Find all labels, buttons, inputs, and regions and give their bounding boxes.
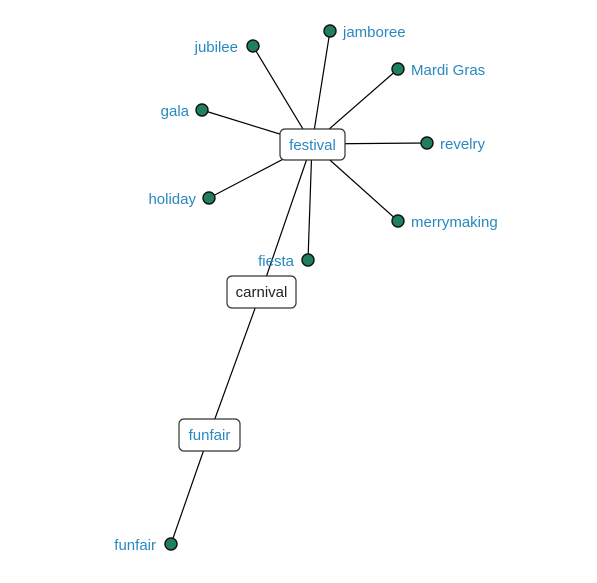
edge-carnival-festival — [260, 143, 313, 293]
leaf-fiesta-label[interactable]: fiesta — [258, 253, 295, 270]
leaf-fiesta-dot[interactable] — [301, 253, 315, 267]
leaf-gala[interactable]: gala — [161, 103, 209, 120]
leaf-jubilee-label[interactable]: jubilee — [194, 39, 238, 56]
leaf-gala-dot[interactable] — [195, 103, 209, 117]
leaf-funfair-dot[interactable] — [164, 537, 178, 551]
leaf-merrymaking-dot[interactable] — [391, 214, 405, 228]
leaf-merrymaking-label[interactable]: merrymaking — [411, 214, 498, 231]
edge-carnival-funfair — [208, 291, 262, 436]
node-funfair[interactable]: funfair — [178, 418, 241, 452]
leaf-holiday-label[interactable]: holiday — [148, 191, 196, 208]
edge-festival-jubilee — [252, 45, 313, 145]
edge-festival-fiesta — [307, 143, 313, 261]
leaf-jubilee-dot[interactable] — [246, 39, 260, 53]
leaf-mardi-gras[interactable]: Mardi Gras — [391, 62, 485, 79]
leaf-gala-label[interactable]: gala — [161, 103, 190, 120]
edges — [170, 30, 428, 545]
node-funfair-box — [178, 418, 241, 452]
node-festival[interactable]: festival — [279, 128, 346, 161]
node-festival-label: festival — [289, 137, 336, 154]
leaf-revelry-label[interactable]: revelry — [440, 136, 486, 153]
leaf-jubilee[interactable]: jubilee — [194, 39, 260, 56]
leaf-funfair[interactable]: funfair — [114, 537, 178, 554]
leaf-funfair-label[interactable]: funfair — [114, 537, 156, 554]
node-funfair-label: funfair — [189, 427, 231, 444]
edge-funfair-funfair-leaf — [170, 434, 210, 545]
leaf-revelry[interactable]: revelry — [420, 136, 486, 153]
node-festival-box — [279, 128, 346, 161]
leaf-jamboree-label[interactable]: jamboree — [342, 24, 406, 41]
leaf-jamboree-dot[interactable] — [323, 24, 337, 38]
node-carnival-box — [226, 275, 297, 309]
edge-festival-jamboree — [311, 30, 331, 145]
leaf-mardi-gras-label[interactable]: Mardi Gras — [411, 62, 485, 79]
leaf-fiesta[interactable]: fiesta — [258, 253, 315, 270]
leaf-holiday-dot[interactable] — [202, 191, 216, 205]
leaf-revelry-dot[interactable] — [420, 136, 434, 150]
leaf-holiday[interactable]: holiday — [148, 191, 216, 208]
leaf-jamboree[interactable]: jamboree — [323, 24, 406, 41]
node-carnival-label: carnival — [236, 284, 288, 301]
leaf-mardi-gras-dot[interactable] — [391, 62, 405, 76]
leaf-merrymaking[interactable]: merrymaking — [391, 214, 498, 231]
node-carnival[interactable]: carnival — [226, 275, 297, 309]
